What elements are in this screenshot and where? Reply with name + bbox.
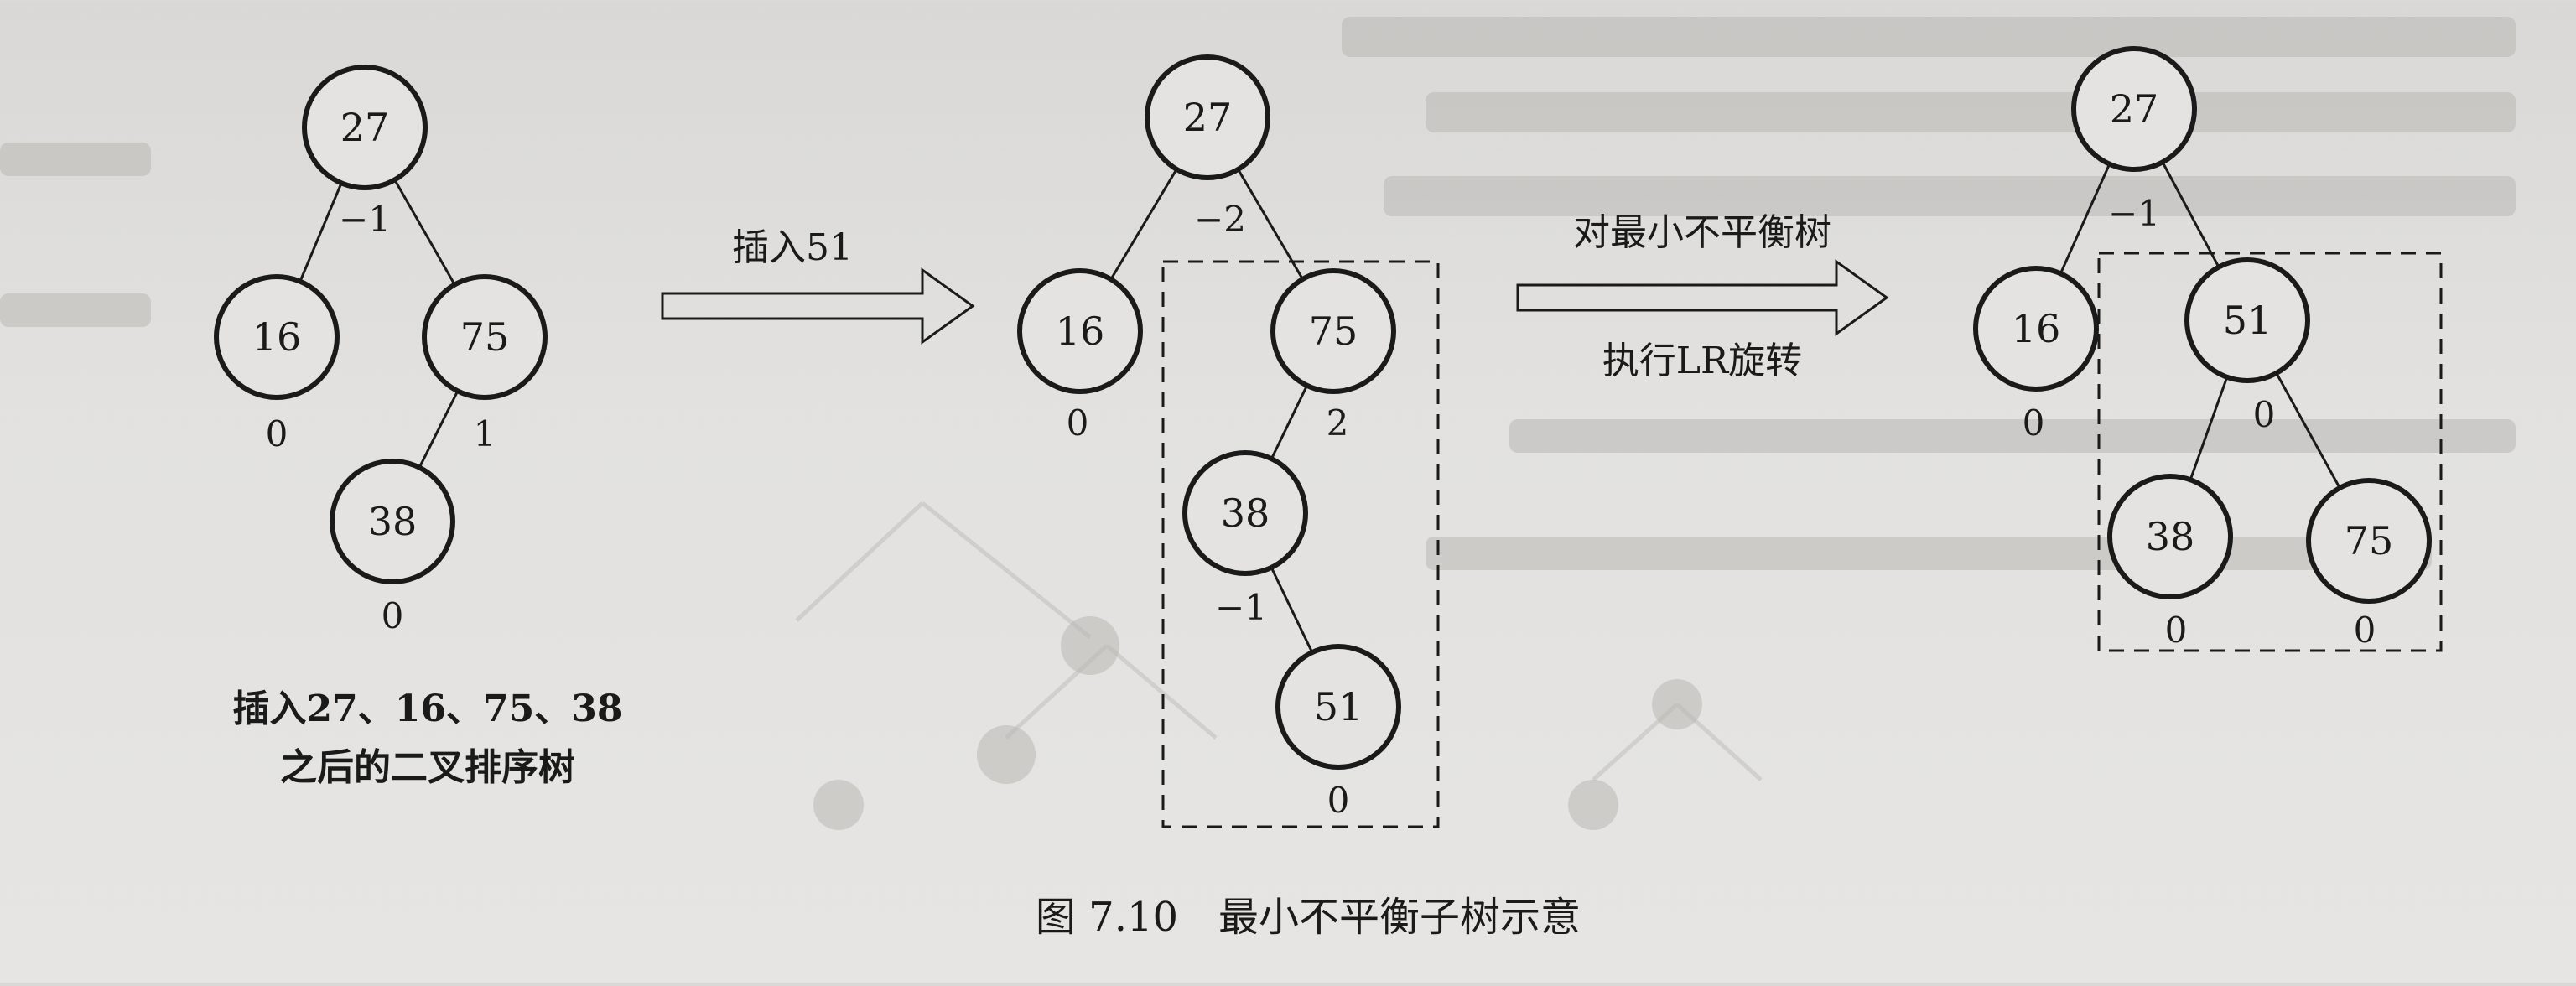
edge-51-38 [2189, 376, 2229, 480]
right-arrow-icon [661, 267, 975, 345]
figure-caption: 图 7.10 最小不平衡子树示意 [1036, 894, 1581, 941]
arrow2-label-bottom: 执行LR旋转 [1602, 340, 1802, 382]
node-key: 27 [2110, 86, 2159, 132]
edge-75-38 [1270, 385, 1308, 459]
balance-factor: 0 [382, 595, 404, 636]
tree-node-27: 27 [1145, 54, 1270, 180]
balance-factor: −1 [339, 199, 391, 240]
stage3-tree: 27 −1 16 0 51 0 38 0 75 0 [1973, 46, 2443, 652]
node-key: 38 [2146, 514, 2195, 559]
node-circle [2107, 474, 2233, 599]
arrow-insert-51: 插入51 [661, 226, 975, 345]
node-circle [2071, 46, 2197, 172]
balance-factor: 0 [2354, 610, 2376, 651]
tree-node-38: 38 [2107, 474, 2233, 599]
arrow1-label: 插入51 [732, 226, 853, 269]
node-key: 16 [252, 314, 302, 360]
node-key: 27 [340, 105, 390, 150]
min-unbalanced-subtree-box [1161, 260, 1440, 828]
tree-node-16: 16 [214, 274, 340, 400]
node-key: 75 [1309, 309, 1358, 354]
node-key: 38 [368, 499, 418, 544]
node-key: 51 [2223, 298, 2272, 343]
node-circle [2184, 257, 2310, 383]
stage1-note-line2: 之后的二叉排序树 [280, 746, 575, 789]
tree-node-51: 51 [1275, 644, 1401, 770]
rotated-subtree-box [2097, 252, 2443, 652]
node-key: 38 [1221, 490, 1270, 536]
balance-factor: 0 [1067, 402, 1089, 444]
balance-factor: −1 [2108, 193, 2160, 234]
edge-27-75 [393, 179, 456, 286]
edge-27-51 [2161, 161, 2220, 268]
node-circle [422, 274, 548, 400]
node-circle [1973, 266, 2099, 392]
node-key: 75 [2345, 518, 2394, 563]
balance-factor: 0 [2023, 402, 2045, 444]
bleed-through-background [0, 17, 2516, 830]
tree-node-38: 38 [1182, 450, 1308, 576]
balance-factor: −1 [1215, 587, 1267, 628]
tree-node-75: 75 [1270, 268, 1396, 394]
stage1-note-line1: 插入27、16、75、38 [233, 688, 623, 730]
edge-27-16 [1109, 169, 1178, 280]
edge-75-38 [418, 390, 460, 469]
node-circle [1270, 268, 1396, 394]
node-key: 75 [460, 314, 510, 360]
edge-27-75 [1237, 169, 1304, 280]
edge-27-16 [299, 182, 343, 283]
edge-51-75 [2275, 372, 2341, 489]
node-circle [302, 65, 428, 190]
tree-node-16: 16 [1017, 268, 1143, 394]
arrow-lr-rotation: 对最小不平衡树 执行LR旋转 [1516, 211, 1889, 382]
node-circle [330, 459, 455, 584]
node-circle [1275, 644, 1401, 770]
node-circle [1182, 450, 1308, 576]
tree-node-75: 75 [2306, 478, 2432, 604]
balance-factor: 0 [2253, 394, 2276, 435]
node-circle [1145, 54, 1270, 180]
balance-factor: 0 [266, 413, 288, 454]
right-arrow-icon [1516, 259, 1889, 336]
edge-27-16 [2059, 163, 2111, 274]
tree-node-38: 38 [330, 459, 455, 584]
tree-node-16: 16 [1973, 266, 2099, 392]
node-circle [214, 274, 340, 400]
balance-factor: 0 [2165, 610, 2188, 651]
stage1-tree: 27 −1 16 0 75 1 38 0 [214, 65, 548, 636]
node-key: 16 [2012, 306, 2061, 351]
node-key: 27 [1183, 95, 1233, 140]
node-circle [2306, 478, 2432, 604]
stage2-tree: 27 −2 16 0 75 2 38 −1 51 0 [1017, 54, 1440, 828]
balance-factor: −2 [1194, 199, 1246, 240]
tree-node-27: 27 [2071, 46, 2197, 172]
node-key: 51 [1314, 684, 1363, 729]
tree-node-75: 75 [422, 274, 548, 400]
edge-38-51 [1270, 567, 1314, 653]
node-key: 16 [1056, 309, 1105, 354]
balance-factor: 2 [1327, 402, 1349, 444]
balance-factor: 1 [474, 413, 496, 454]
balance-factor: 0 [1327, 780, 1350, 821]
node-circle [1017, 268, 1143, 394]
arrow2-label-top: 对最小不平衡树 [1573, 211, 1831, 254]
tree-node-27: 27 [302, 65, 428, 190]
tree-node-51: 51 [2184, 257, 2310, 383]
